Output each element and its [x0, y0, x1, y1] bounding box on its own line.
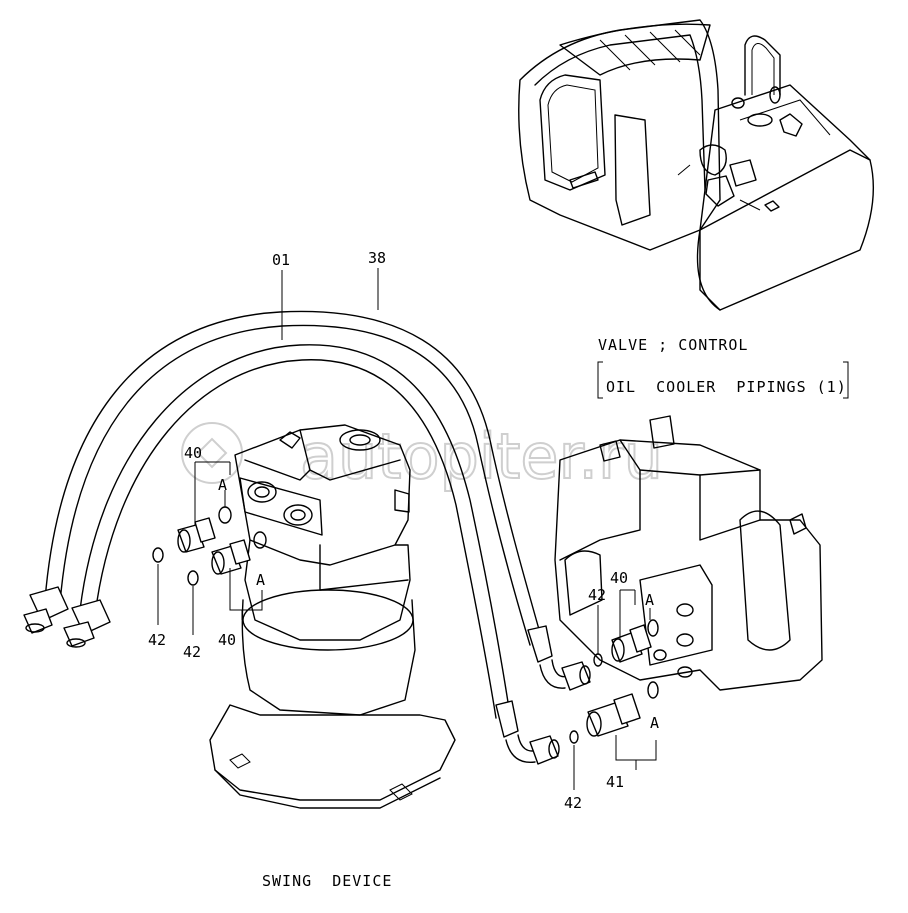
- oring-right-a2: [647, 681, 659, 699]
- oring-42-right-bottom: [569, 730, 579, 744]
- excavator-overview: [518, 19, 874, 311]
- callout-40-left-top: 40: [184, 444, 202, 462]
- callout-42-right-top: 42: [588, 586, 606, 604]
- fitting-40-right-top: [611, 624, 652, 663]
- leader-40-right-top: [619, 589, 636, 640]
- callout-42-left-2: 42: [183, 643, 201, 661]
- leader-40-left-bottom: [229, 568, 263, 620]
- oring-left-a1: [218, 506, 232, 524]
- caption-bracket-left: [597, 361, 603, 399]
- hose-end-left-1: [23, 586, 69, 634]
- fitting-40-left-bottom: [211, 539, 251, 575]
- caption-bracket-right: [843, 361, 849, 399]
- hose-end-right-1: [527, 625, 591, 691]
- callout-a-right-bottom: A: [650, 714, 659, 732]
- callout-a-left-top: A: [218, 476, 227, 494]
- hose-end-left-2: [63, 599, 111, 648]
- hose-assembly-01: [79, 344, 511, 719]
- callout-a-left-bottom: A: [256, 571, 265, 589]
- callout-40-right-top: 40: [610, 569, 628, 587]
- fitting-40-left-top: [177, 517, 216, 553]
- oring-42-left-1: [152, 547, 164, 563]
- leader-40-left-top: [194, 461, 231, 525]
- leader-41-right: [615, 735, 657, 770]
- fitting-41-right-bottom: [586, 693, 641, 737]
- caption-oil-cooler-pipings: OIL COOLER PIPINGS (1): [606, 378, 847, 396]
- oring-right-a1: [647, 619, 659, 637]
- swing-device: [209, 424, 456, 809]
- callout-a-right-top: A: [645, 591, 654, 609]
- callout-42-right-bottom: 42: [564, 794, 582, 812]
- callout-38: 38: [368, 249, 386, 267]
- hose-end-right-2: [495, 700, 560, 765]
- callout-01: 01: [272, 251, 290, 269]
- oring-42-left-2: [187, 570, 199, 586]
- control-valve: [554, 415, 823, 691]
- callout-40-left-bottom: 40: [218, 631, 236, 649]
- callout-42-left-1: 42: [148, 631, 166, 649]
- callout-41-right: 41: [606, 773, 624, 791]
- hose-assembly-38: [44, 310, 543, 646]
- oring-left-a2: [253, 531, 267, 549]
- caption-valve-control: VALVE ; CONTROL: [598, 336, 748, 354]
- caption-swing-device: SWING DEVICE: [262, 872, 392, 890]
